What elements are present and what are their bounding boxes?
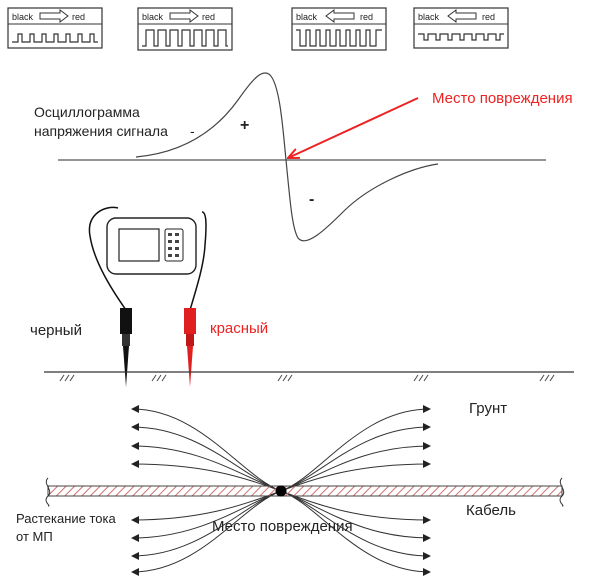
current-field-lines bbox=[131, 405, 431, 576]
arrow-left-icon bbox=[325, 9, 355, 23]
waveform-short-pulses bbox=[12, 33, 98, 43]
red-probe bbox=[184, 308, 196, 387]
cable-break-left-icon bbox=[45, 477, 51, 507]
fault-pointer-arrow bbox=[288, 97, 419, 158]
device-screen bbox=[118, 228, 160, 262]
indicator-red-label: red bbox=[482, 12, 495, 22]
indicator-3: black red bbox=[291, 7, 387, 51]
waveform-inverted-small-pulses bbox=[418, 33, 504, 41]
locator-device bbox=[88, 206, 207, 311]
current-field-line bbox=[280, 405, 431, 492]
indicator-1: black red bbox=[7, 7, 103, 49]
ground-tick bbox=[151, 374, 157, 382]
ground-tick bbox=[156, 374, 162, 382]
ground-tick bbox=[539, 374, 545, 382]
waveform-inverted-pulses bbox=[296, 29, 382, 47]
indicator-frame bbox=[413, 7, 509, 49]
signal-waveform bbox=[135, 72, 439, 242]
current-field-line bbox=[280, 490, 431, 542]
current-field-line bbox=[280, 490, 431, 576]
current-field-line bbox=[131, 405, 282, 492]
indicator-black-label: black bbox=[418, 12, 440, 22]
current-field-line bbox=[131, 490, 282, 576]
red-probe-label: красный bbox=[210, 320, 268, 337]
indicator-4: black red bbox=[413, 7, 509, 49]
current-field-line bbox=[131, 423, 282, 492]
cable-break-right-icon bbox=[559, 477, 565, 507]
indicator-black-label: black bbox=[296, 12, 318, 22]
device-keypad bbox=[164, 228, 184, 262]
ground-tick bbox=[413, 374, 419, 382]
waveform-long-pulses bbox=[142, 29, 228, 47]
indicator-black-label: black bbox=[142, 12, 164, 22]
fault-label: Место повреждения bbox=[212, 518, 353, 535]
signal-caption-line1: Осциллограмма bbox=[34, 104, 140, 120]
current-field-line bbox=[131, 490, 282, 542]
indicator-red-label: red bbox=[360, 12, 373, 22]
indicator-black-label: black bbox=[12, 12, 34, 22]
signal-minus-left: - bbox=[190, 123, 195, 139]
cable bbox=[45, 477, 565, 507]
current-field-line bbox=[131, 442, 282, 492]
current-label-line1: Растекание тока bbox=[16, 511, 117, 526]
current-field-line bbox=[280, 442, 431, 492]
indicator-2: black red bbox=[137, 7, 233, 51]
fault-callout: Место повреждения bbox=[432, 90, 573, 107]
ground-tick bbox=[287, 374, 293, 382]
red-probe-cable bbox=[189, 211, 207, 311]
current-label-line2: от МП bbox=[16, 529, 53, 544]
indicator-frame bbox=[7, 7, 103, 49]
cable-body bbox=[47, 485, 563, 497]
fault-point bbox=[275, 485, 287, 497]
indicator-red-label: red bbox=[202, 12, 215, 22]
ground-tick bbox=[161, 374, 167, 382]
ground-tick bbox=[59, 374, 65, 382]
ground-tick bbox=[282, 374, 288, 382]
keypad-buttons-icon bbox=[168, 233, 179, 257]
ground-tick bbox=[544, 374, 550, 382]
ground-tick bbox=[423, 374, 429, 382]
ground-tick bbox=[64, 374, 70, 382]
ground-hatching bbox=[59, 374, 555, 382]
cable-label: Кабель bbox=[466, 502, 516, 519]
arrow-left-icon bbox=[447, 9, 477, 23]
signal-plus: + bbox=[240, 117, 249, 134]
signal-minus: - bbox=[309, 191, 314, 208]
ground-tick bbox=[277, 374, 283, 382]
black-probe-label: черный bbox=[30, 322, 82, 339]
black-probe bbox=[120, 308, 132, 387]
arrow-right-icon bbox=[39, 9, 69, 23]
current-field-line bbox=[280, 423, 431, 492]
black-probe-cable bbox=[88, 206, 127, 311]
signal-caption-line2: напряжения сигнала bbox=[34, 123, 168, 139]
ground-label: Грунт bbox=[469, 400, 507, 417]
ground-tick bbox=[418, 374, 424, 382]
indicator-red-label: red bbox=[72, 12, 85, 22]
ground-tick bbox=[69, 374, 75, 382]
ground-tick bbox=[549, 374, 555, 382]
arrow-right-icon bbox=[169, 9, 199, 23]
